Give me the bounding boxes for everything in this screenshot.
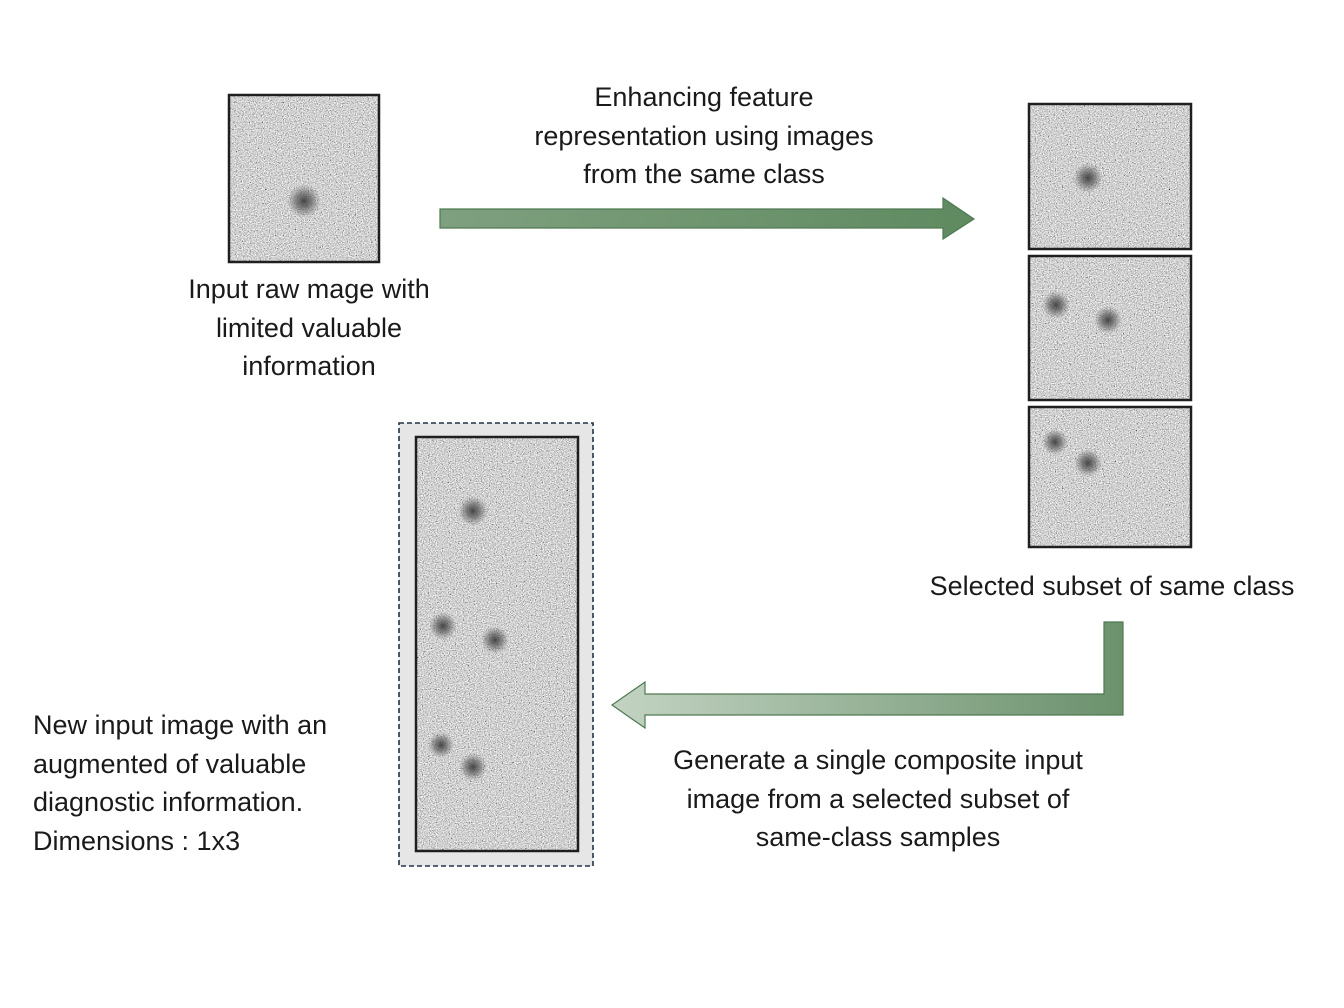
caption-line: New input image with an <box>33 710 328 740</box>
caption-line: Input raw mage with <box>188 274 430 304</box>
caption-line: augmented of valuable <box>33 748 307 779</box>
caption-line: diagnostic information. <box>33 787 304 817</box>
caption-line: from the same class <box>583 159 825 189</box>
input-raw-image <box>227 93 381 264</box>
bent-arrow-left-icon <box>610 621 1124 730</box>
caption-line: Enhancing feature <box>594 82 814 112</box>
caption-line: same-class samples <box>755 822 1001 852</box>
caption-line: information <box>242 351 376 381</box>
new-input-caption: New input image with an augmented of val… <box>33 706 393 860</box>
composite-image <box>398 422 594 867</box>
caption-line: Selected subset of same class <box>929 571 1295 601</box>
subset-image-1 <box>1027 102 1193 251</box>
enhancing-caption: Enhancing feature representation using i… <box>488 78 920 194</box>
caption-line: limited valuable <box>215 312 403 343</box>
selected-subset-caption: Selected subset of same class <box>896 567 1328 606</box>
arrow-right-icon <box>439 196 976 241</box>
generate-caption: Generate a single composite input image … <box>620 741 1136 857</box>
subset-image-3 <box>1027 405 1193 549</box>
caption-line: Dimensions : 1x3 <box>33 825 241 856</box>
subset-image-2 <box>1027 254 1193 402</box>
caption-line: representation using images <box>534 120 874 151</box>
caption-line: Generate a single composite input <box>673 745 1083 775</box>
input-raw-caption: Input raw mage with limited valuable inf… <box>150 270 468 386</box>
caption-line: image from a selected subset of <box>686 783 1070 814</box>
